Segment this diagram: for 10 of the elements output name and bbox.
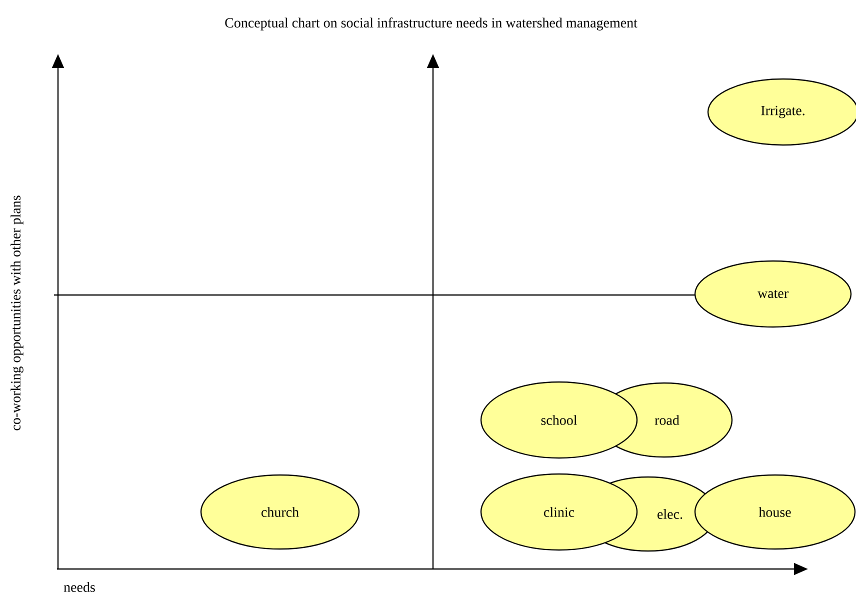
ellipse-node: Irrigate. bbox=[707, 78, 856, 146]
ellipse-node: church bbox=[200, 474, 360, 550]
ellipse-node: water bbox=[694, 260, 852, 328]
node-label: house bbox=[758, 507, 791, 517]
axis-label: co-working opportunities with other plans bbox=[10, 196, 24, 430]
ellipse-node: school bbox=[480, 381, 638, 459]
ellipse-node: clinic bbox=[480, 473, 638, 551]
axis-label: needs bbox=[64, 582, 95, 592]
chart-title: Conceptual chart on social infrastructure needs in watershed management bbox=[225, 18, 638, 30]
ellipse-node: house bbox=[694, 474, 856, 550]
